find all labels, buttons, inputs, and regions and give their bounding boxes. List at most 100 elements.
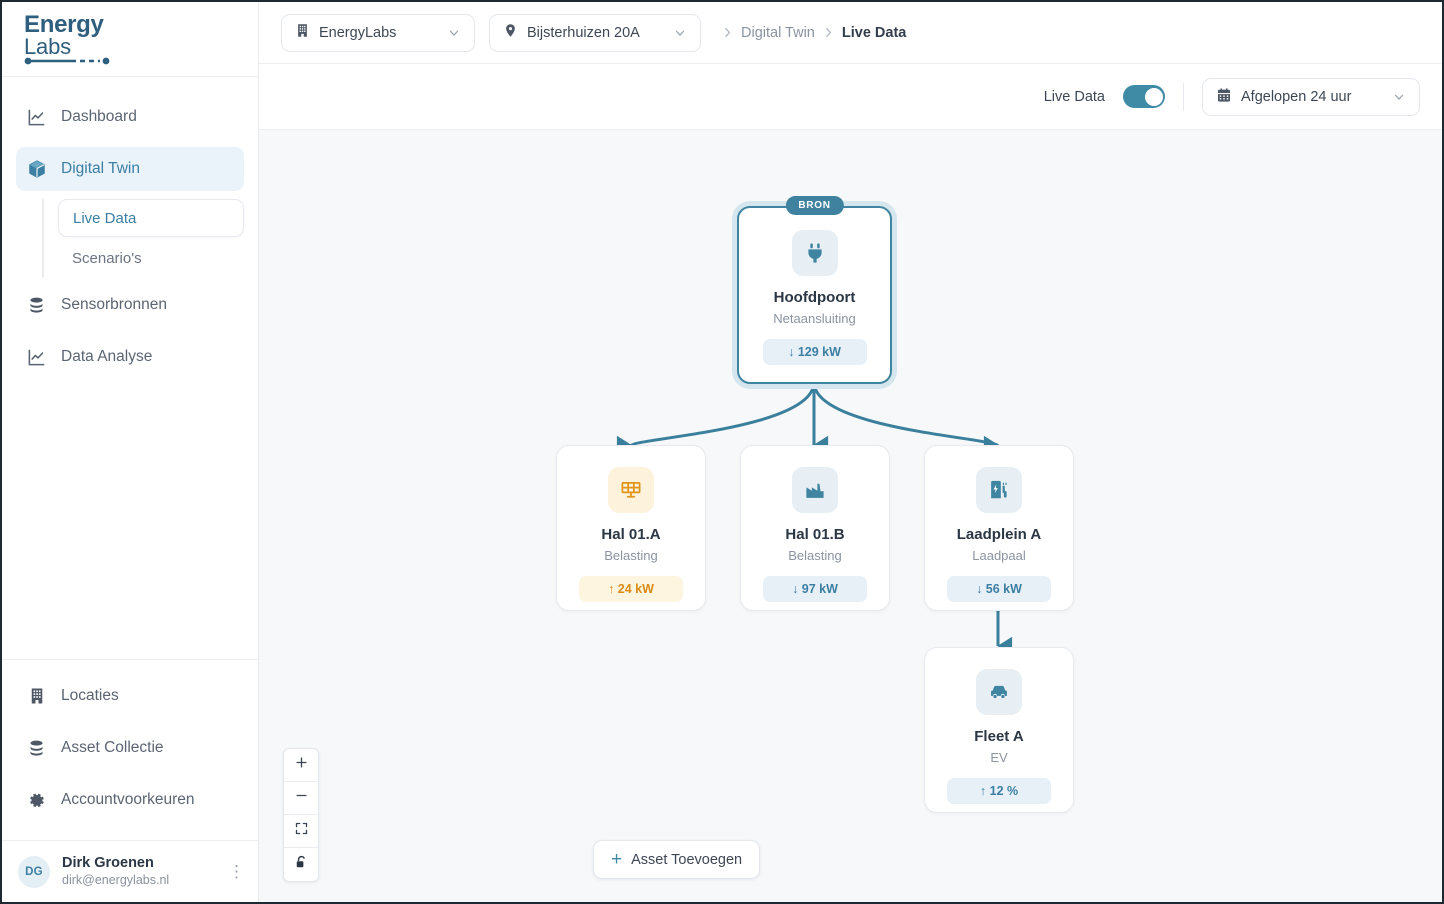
sidebar-item-label: Locaties <box>61 687 119 704</box>
sidebar-item-digital-twin[interactable]: Digital Twin <box>16 147 244 191</box>
digital-twin-canvas[interactable]: BRON Hoofdpoort Netaansluiting ↓ 129 kW <box>259 130 1442 902</box>
node-subtitle: Belasting <box>788 548 842 563</box>
status-badge: BRON <box>785 196 844 215</box>
sidebar-subitem-live-data[interactable]: Live Data <box>58 199 244 237</box>
ev-charger-icon <box>976 467 1022 513</box>
node-metric: ↑ 12 % <box>947 778 1051 804</box>
node-laadplein-a[interactable]: Laadplein A Laadpaal ↓ 56 kW <box>924 445 1074 611</box>
zoom-controls <box>283 748 319 882</box>
node-subtitle: Laadpaal <box>972 548 1026 563</box>
solar-panel-icon <box>608 467 654 513</box>
cube-icon <box>26 159 47 180</box>
plus-icon <box>294 755 309 775</box>
logo-line-2: Labs <box>24 34 71 59</box>
plug-icon <box>791 230 838 276</box>
chevron-right-icon <box>721 26 734 39</box>
avatar: DG <box>18 855 50 888</box>
line-chart-icon <box>26 347 47 368</box>
user-meta: Dirk Groenen dirk@energylabs.nl <box>62 855 216 888</box>
lock-toggle-button[interactable] <box>284 848 318 881</box>
toolbar-divider <box>1183 82 1184 111</box>
factory-icon <box>792 467 838 513</box>
line-chart-icon <box>26 107 47 128</box>
kebab-menu-icon[interactable]: ⋮ <box>228 861 245 881</box>
node-hal-01-b[interactable]: Hal 01.B Belasting ↓ 97 kW <box>740 445 890 611</box>
breadcrumb-item-live-data: Live Data <box>841 24 907 41</box>
sidebar-nav-primary: Dashboard Digital Twin Live Data <box>2 77 258 387</box>
logo-line-1: Energy <box>24 11 104 38</box>
node-metric: ↑ 24 kW <box>579 576 683 602</box>
user-email: dirk@energylabs.nl <box>62 873 170 887</box>
flow-graph: BRON Hoofdpoort Netaansluiting ↓ 129 kW <box>259 130 1442 902</box>
sidebar-subnav-digital-twin: Live Data Scenario's <box>42 199 244 277</box>
node-hoofdpoort[interactable]: BRON Hoofdpoort Netaansluiting ↓ 129 kW <box>737 196 892 384</box>
map-pin-icon <box>503 23 518 42</box>
chevron-down-icon <box>447 26 461 40</box>
node-title: Laadplein A <box>956 526 1042 543</box>
sidebar-item-sensorbronnen[interactable]: Sensorbronnen <box>16 283 244 327</box>
plus-icon: + <box>611 848 623 870</box>
user-profile[interactable]: DG Dirk Groenen dirk@energylabs.nl ⋮ <box>2 841 258 902</box>
building-icon <box>295 23 310 42</box>
live-data-toggle[interactable] <box>1123 85 1165 108</box>
top-bar: EnergyLabs Bijsterhuizen 20A <box>259 2 1442 64</box>
sidebar-item-label: Data Analyse <box>61 348 153 365</box>
node-subtitle: Netaansluiting <box>773 311 856 326</box>
add-asset-button[interactable]: + Asset Toevoegen <box>593 840 761 879</box>
fit-view-button[interactable] <box>284 815 318 848</box>
user-name: Dirk Groenen <box>62 855 154 871</box>
chevron-right-icon <box>822 26 835 39</box>
sidebar-subitem-scenarios[interactable]: Scenario's <box>58 239 244 277</box>
main-area: EnergyLabs Bijsterhuizen 20A <box>259 2 1442 902</box>
toggle-knob <box>1144 87 1163 106</box>
sidebar-item-label: Sensorbronnen <box>61 296 167 313</box>
sidebar-item-asset-collectie[interactable]: Asset Collectie <box>16 726 244 770</box>
sidebar-item-data-analyse[interactable]: Data Analyse <box>16 335 244 379</box>
node-title: Fleet A <box>974 728 1024 745</box>
unlock-icon <box>294 855 309 875</box>
location-select-value: Bijsterhuizen 20A <box>527 24 640 41</box>
car-icon <box>976 669 1022 715</box>
chevron-down-icon <box>673 26 687 40</box>
sidebar: Energy Labs Dashboard <box>2 2 259 902</box>
node-title: Hal 01.B <box>785 526 845 543</box>
database-icon <box>26 295 47 316</box>
sidebar-subitem-label: Live Data <box>73 209 137 227</box>
sidebar-item-locaties[interactable]: Locaties <box>16 674 244 718</box>
node-title: Hal 01.A <box>601 526 661 543</box>
sidebar-subitem-label: Scenario's <box>72 249 142 267</box>
zoom-in-button[interactable] <box>284 749 318 782</box>
sidebar-item-dashboard[interactable]: Dashboard <box>16 95 244 139</box>
building-icon <box>26 686 47 707</box>
location-select[interactable]: Bijsterhuizen 20A <box>489 13 701 52</box>
sidebar-item-accountvoorkeuren[interactable]: Accountvoorkeuren <box>16 778 244 822</box>
date-range-select[interactable]: Afgelopen 24 uur <box>1202 77 1420 116</box>
app-logo[interactable]: Energy Labs <box>2 2 258 77</box>
sidebar-spacer <box>2 387 258 660</box>
expand-icon <box>294 821 309 841</box>
breadcrumb-item-digital-twin[interactable]: Digital Twin <box>741 24 815 41</box>
sidebar-item-label: Asset Collectie <box>61 739 164 756</box>
node-title: Hoofdpoort <box>773 289 856 306</box>
sidebar-item-label: Digital Twin <box>61 160 140 177</box>
canvas-toolbar: Live Data Afgelopen 24 uur <box>259 64 1442 130</box>
calendar-icon <box>1216 87 1232 107</box>
chevron-down-icon <box>1392 90 1406 104</box>
node-hal-01-a[interactable]: Hal 01.A Belasting ↑ 24 kW <box>556 445 706 611</box>
node-subtitle: Belasting <box>604 548 658 563</box>
sidebar-item-label: Accountvoorkeuren <box>61 791 195 808</box>
org-select[interactable]: EnergyLabs <box>281 13 475 52</box>
live-data-label: Live Data <box>1043 88 1105 105</box>
database-icon <box>26 738 47 759</box>
node-fleet-a[interactable]: Fleet A EV ↑ 12 % <box>924 647 1074 813</box>
node-metric: ↓ 129 kW <box>762 339 867 365</box>
sidebar-item-label: Dashboard <box>61 108 137 125</box>
date-range-value: Afgelopen 24 uur <box>1241 88 1352 105</box>
zoom-out-button[interactable] <box>284 782 318 815</box>
logo-underline-decoration <box>24 57 110 65</box>
gear-icon <box>26 790 47 811</box>
minus-icon <box>294 788 309 808</box>
sidebar-nav-secondary: Locaties Asset Collectie <box>2 660 258 841</box>
node-subtitle: EV <box>990 750 1008 765</box>
